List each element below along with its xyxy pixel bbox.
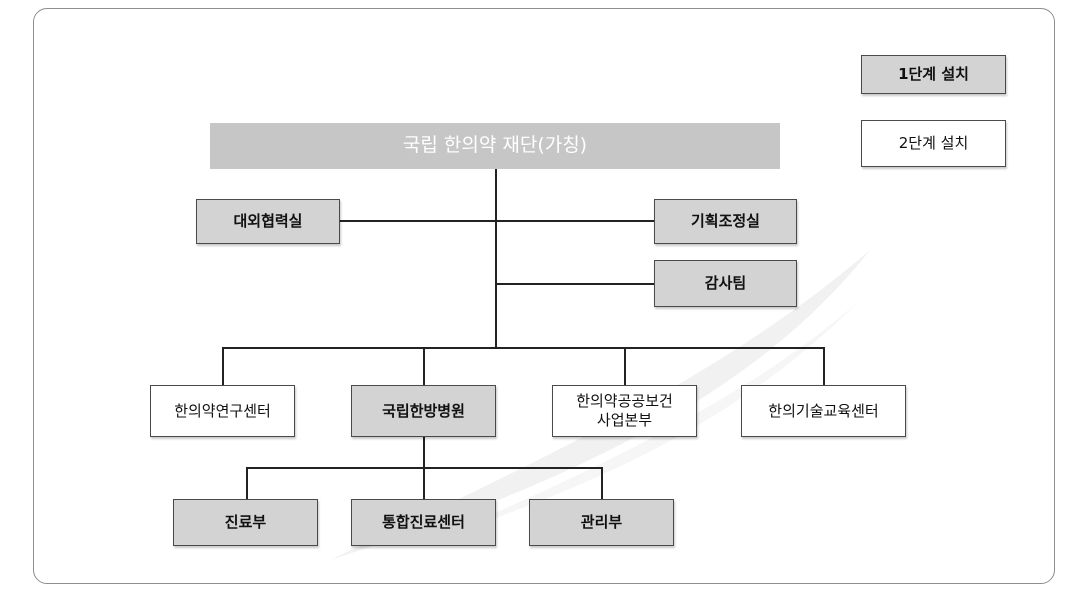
national-hospital-box: 국립한방병원: [351, 385, 496, 437]
division-drop-1: [222, 347, 224, 385]
unit-drop-2: [423, 467, 425, 499]
administration-dept-box: 관리부: [529, 499, 674, 546]
legend-stage2-box: 2단계 설치: [861, 120, 1006, 167]
division-drop-2: [423, 347, 425, 385]
unit-drop-3: [601, 467, 603, 499]
divisions-bus-line: [222, 347, 825, 349]
planning-coordination-office-box: 기획조정실: [654, 199, 797, 244]
audit-branch-line: [496, 283, 654, 285]
public-health-division-box: 한의약공공보건 사업본부: [552, 385, 697, 437]
research-center-box: 한의약연구센터: [150, 385, 295, 437]
unit-drop-1: [246, 467, 248, 499]
integrated-care-center-box: 통합진료센터: [351, 499, 496, 546]
root-foundation-box: 국립 한의약 재단(가칭): [210, 123, 780, 169]
division-drop-4: [823, 347, 825, 385]
technology-education-center-box: 한의기술교육센터: [741, 385, 906, 437]
legend-stage1-box: 1단계 설치: [861, 55, 1006, 94]
hospital-trunk-line: [423, 437, 425, 468]
audit-team-box: 감사팀: [654, 260, 797, 307]
external-cooperation-office-box: 대외협력실: [196, 199, 340, 244]
medical-treatment-dept-box: 진료부: [173, 499, 318, 546]
staff-horizontal-line: [340, 220, 654, 222]
diagram-frame: [33, 8, 1055, 584]
division-drop-3: [624, 347, 626, 385]
root-trunk-line: [495, 169, 497, 349]
